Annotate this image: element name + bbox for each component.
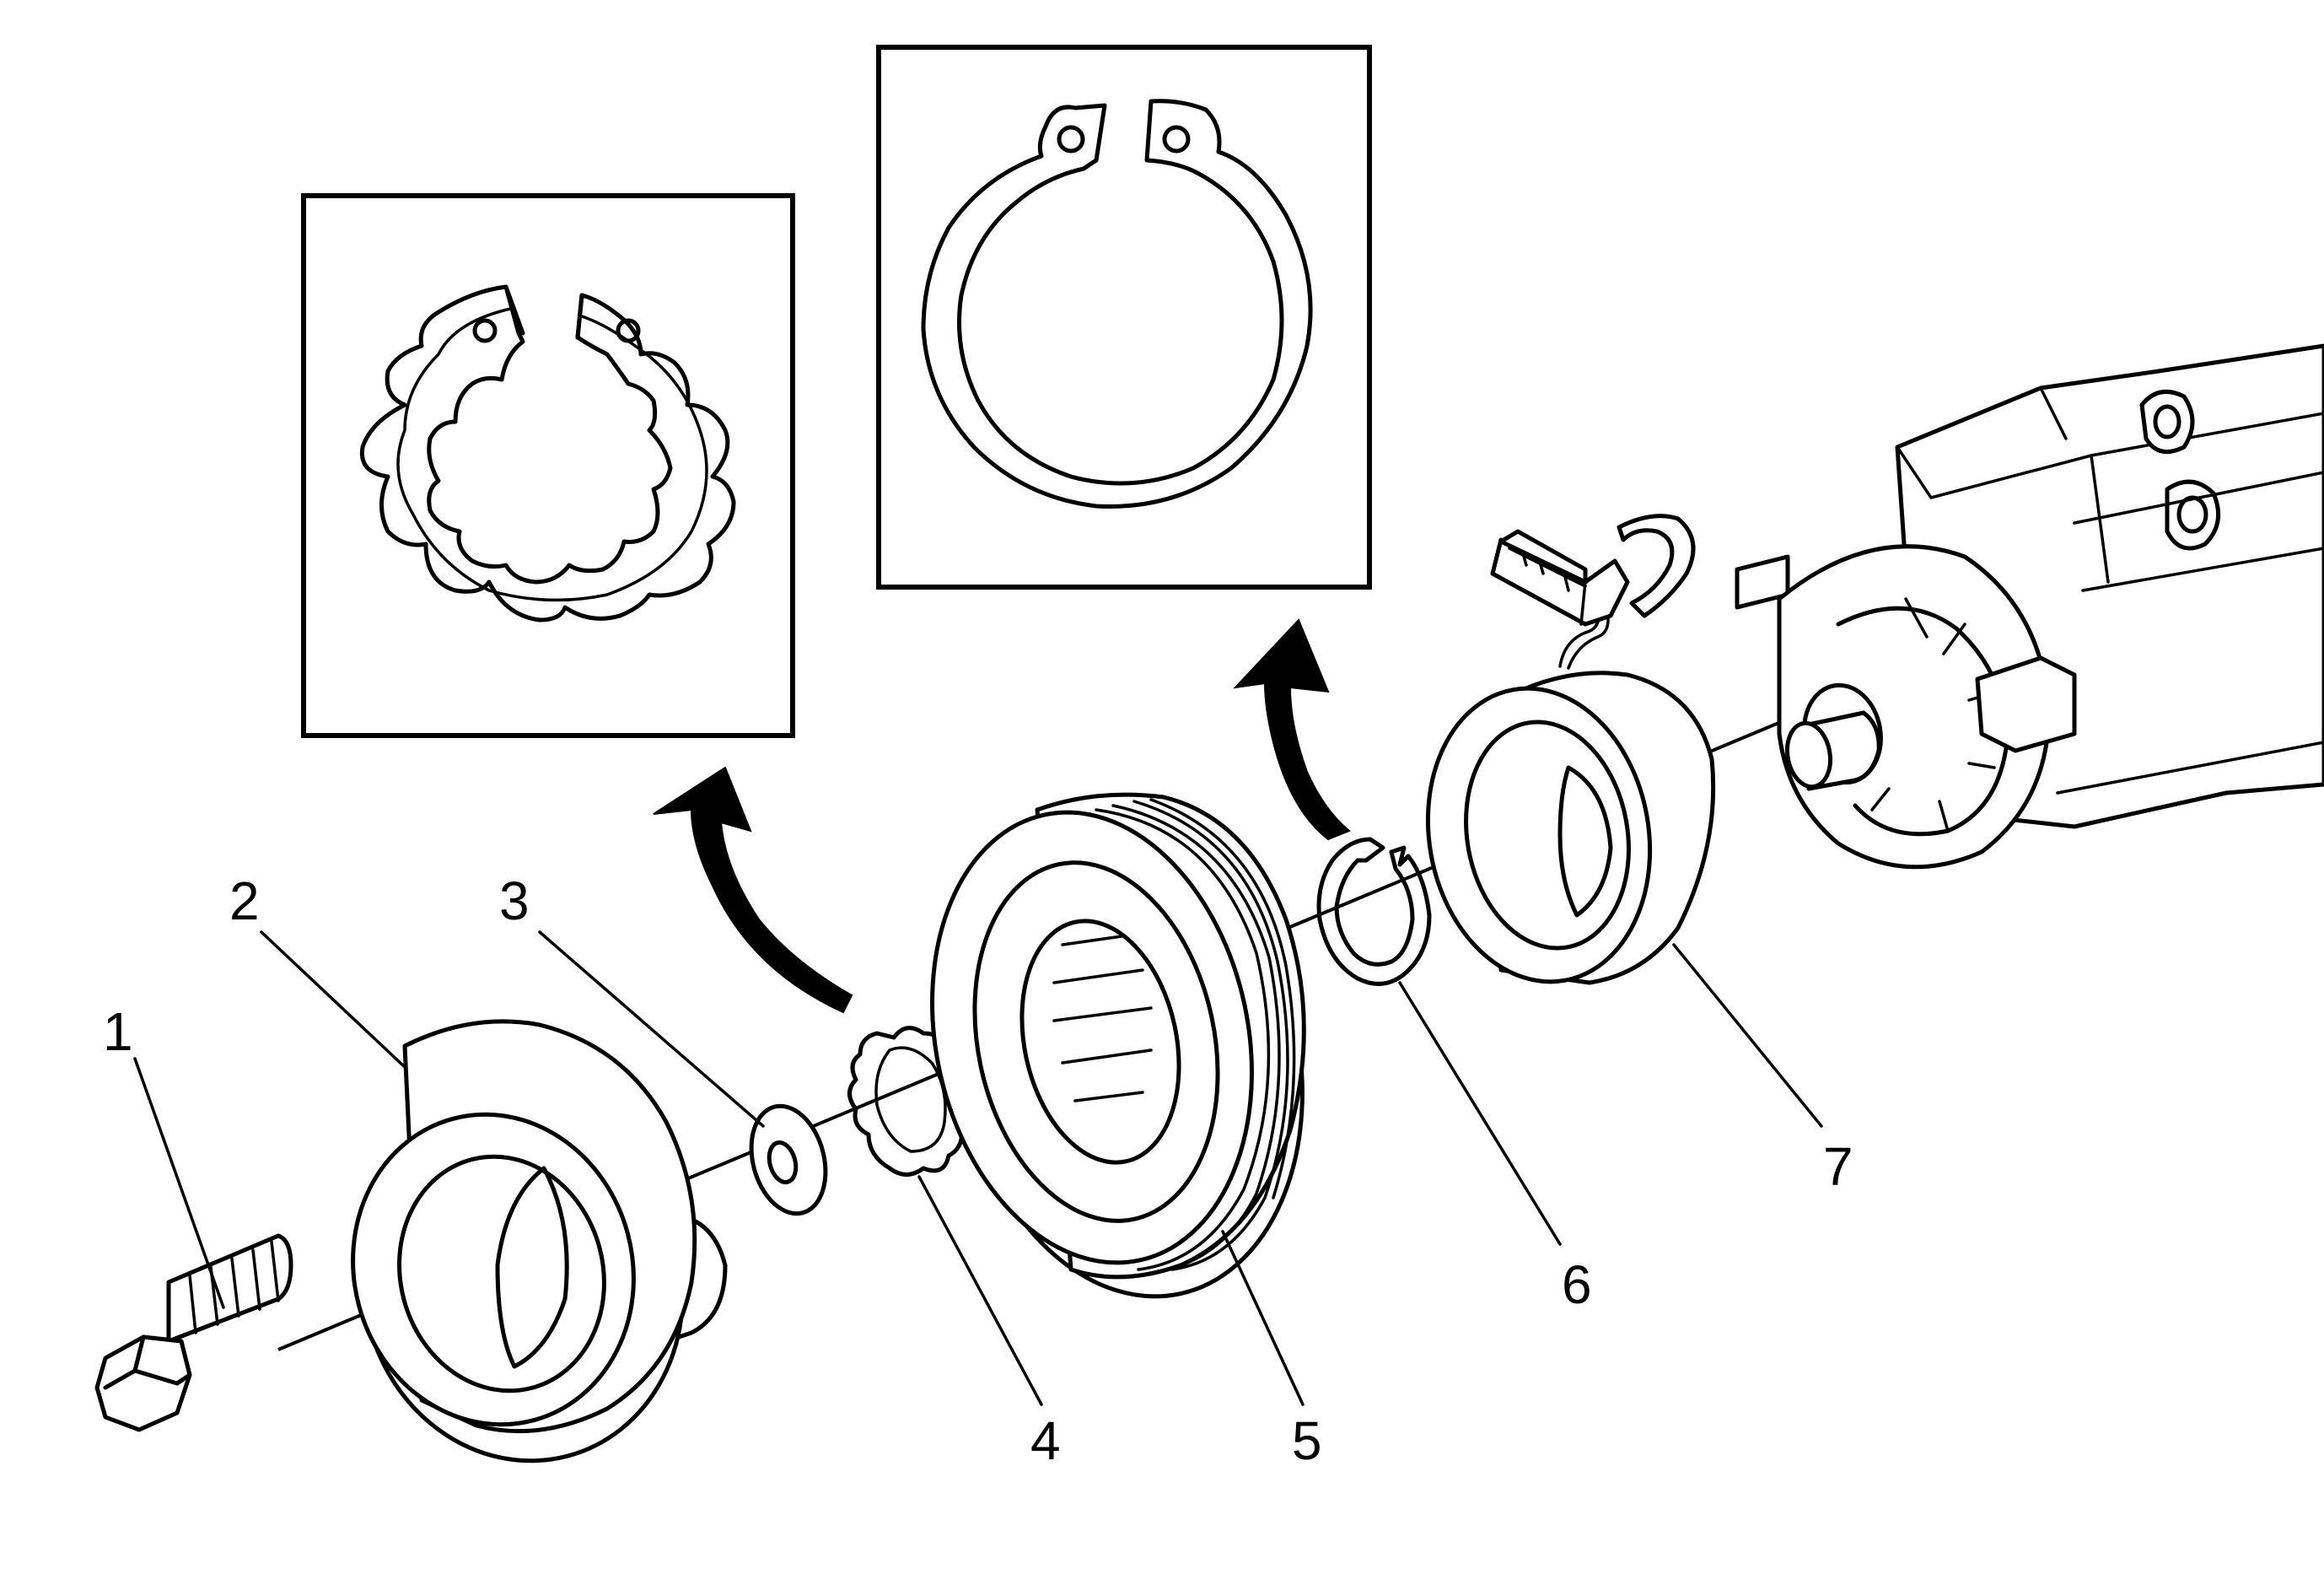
leader-line-5 — [1221, 1230, 1305, 1406]
leader-line-6 — [1398, 981, 1562, 1246]
callout-1: 1 — [103, 1001, 133, 1062]
bolt-icon — [94, 1233, 293, 1432]
leader-line-7 — [1672, 943, 1823, 1128]
callout-6: 6 — [1562, 1254, 1592, 1315]
clutch-hub-icon — [351, 1019, 728, 1463]
snap-ring-detail-inset — [876, 45, 1372, 590]
leader-line-1 — [133, 1057, 225, 1309]
shim-washer-icon — [749, 1103, 828, 1216]
leader-line-3 — [538, 930, 765, 1128]
pulley-icon — [930, 792, 1306, 1299]
callout-7: 7 — [1823, 1136, 1853, 1197]
retainer-ring-detail-icon — [359, 284, 736, 623]
callout-4: 4 — [1030, 1410, 1061, 1471]
callout-5: 5 — [1292, 1410, 1322, 1471]
callout-2: 2 — [229, 871, 260, 931]
retainer-ring-detail-inset — [301, 193, 795, 738]
leader-lines — [133, 930, 1823, 1406]
callout-3: 3 — [499, 871, 530, 931]
leader-line-4 — [917, 1175, 1043, 1406]
snap-ring-icon — [1316, 837, 1432, 986]
leader-line-2 — [260, 930, 406, 1069]
curved-arrow-icon — [653, 766, 853, 1014]
curved-arrow-icon — [1233, 618, 1351, 841]
clutch-coil-icon — [1425, 514, 1716, 985]
snap-ring-detail-icon — [921, 99, 1313, 509]
compressor-icon — [1735, 343, 2324, 870]
